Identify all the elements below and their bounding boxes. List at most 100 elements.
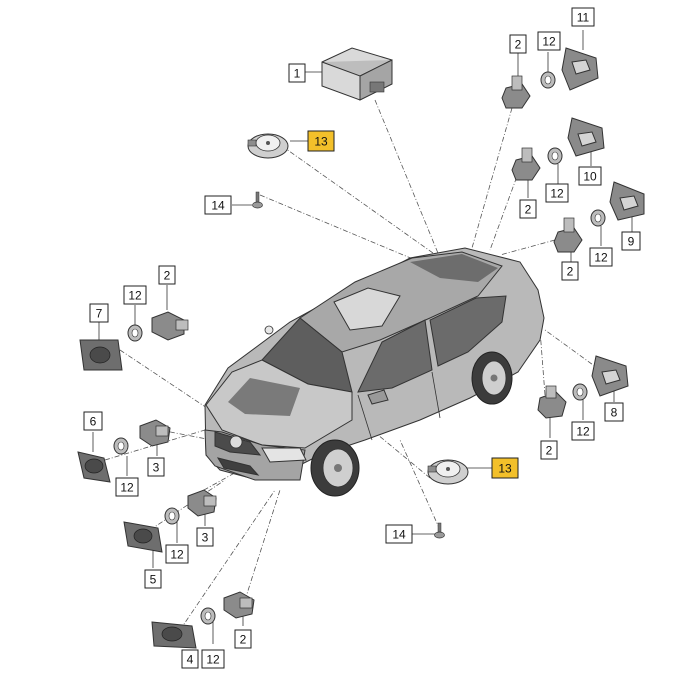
callout-box [385,524,413,544]
callout-box [288,63,306,83]
callout-label: 12 [170,548,184,562]
bracket-icon [123,521,163,553]
speaker-icon [247,133,289,159]
callout-label: 2 [525,203,532,217]
sensor-icon [187,489,217,517]
callout-box [545,183,569,203]
callout-box [491,457,519,479]
callout-c3b: 3 [196,527,214,547]
callout-label: 14 [392,528,406,542]
callout-label: 12 [206,653,220,667]
callout-box [201,649,225,669]
callout-label: 2 [240,633,247,647]
bracket-icon [151,621,197,649]
callout-c2a: 2 [509,34,527,54]
callout-label: 2 [567,265,574,279]
callout-c9: 9 [621,231,641,251]
leader-lines [104,99,601,631]
callout-c12a: 12 [537,31,561,51]
seal-ring-icon [547,147,563,165]
callout-c8: 8 [604,402,624,422]
callout-c2f: 2 [234,629,252,649]
callout-leaders [92,30,633,648]
callout-box [204,195,232,215]
callout-c12f: 12 [115,477,139,497]
callout-box [519,199,537,219]
sensor-icon [223,591,255,619]
callout-c1: 1 [288,63,306,83]
callout-label: 3 [153,461,160,475]
seal-ring-icon [200,607,216,625]
speaker-icon [427,459,469,485]
callout-box [509,34,527,54]
seal-ring-icon [590,209,606,227]
callout-box [537,31,561,51]
callout-c2b: 2 [519,199,537,219]
callout-c13a: 13 [307,130,335,152]
bracket-icon [77,451,111,483]
callout-label: 12 [542,35,556,49]
callout-box [589,247,613,267]
callout-c2e: 2 [540,440,558,460]
callout-label: 1 [294,67,301,81]
callout-label: 6 [90,415,97,429]
bracket-icon [591,355,629,397]
callout-label: 13 [498,462,512,476]
sensor-icon [537,385,567,419]
callout-box [123,285,147,305]
callout-box [83,411,103,431]
sensor-icon [139,419,171,447]
callout-c7: 7 [89,303,109,323]
callout-c13b: 13 [491,457,519,479]
callout-label: 12 [120,481,134,495]
callout-label: 12 [550,187,564,201]
callout-label: 12 [594,251,608,265]
callout-c12e: 12 [571,421,595,441]
bracket-icon [567,117,605,157]
sensor-icon [151,311,189,341]
callout-label: 2 [164,269,171,283]
bracket-icon [79,339,123,371]
callout-label: 2 [515,38,522,52]
callout-c10: 10 [578,166,602,186]
sensor-icon [501,75,531,109]
seal-ring-icon [127,324,143,342]
sensor-icon [511,147,541,181]
seal-ring-icon [113,437,129,455]
screw-icon [252,191,263,209]
callout-c6: 6 [83,411,103,431]
callout-box [158,265,176,285]
callout-label: 4 [187,653,194,667]
callout-label: 12 [576,425,590,439]
callout-box [571,7,595,27]
callout-label: 13 [314,135,328,149]
callout-c12b: 12 [545,183,569,203]
callout-box [307,130,335,152]
callout-label: 3 [202,531,209,545]
callout-box [115,477,139,497]
callout-c12c: 12 [589,247,613,267]
seal-ring-icon [164,507,180,525]
callout-box [571,421,595,441]
callout-label: 8 [611,406,618,420]
callout-label: 14 [211,199,225,213]
callout-box [540,440,558,460]
callout-box [181,649,199,669]
callout-c2d: 2 [158,265,176,285]
callout-label: 7 [96,307,103,321]
bracket-icon [561,47,599,91]
control-unit-icon [321,47,393,101]
callout-c4: 4 [181,649,199,669]
callout-label: 12 [128,289,142,303]
callout-label: 9 [628,235,635,249]
sensor-icon [553,217,583,253]
callout-label: 2 [546,444,553,458]
callout-c14a: 14 [204,195,232,215]
callout-box [144,569,162,589]
callout-box [147,457,165,477]
callout-c12d: 12 [123,285,147,305]
bracket-icon [609,181,645,221]
callout-box [561,261,579,281]
